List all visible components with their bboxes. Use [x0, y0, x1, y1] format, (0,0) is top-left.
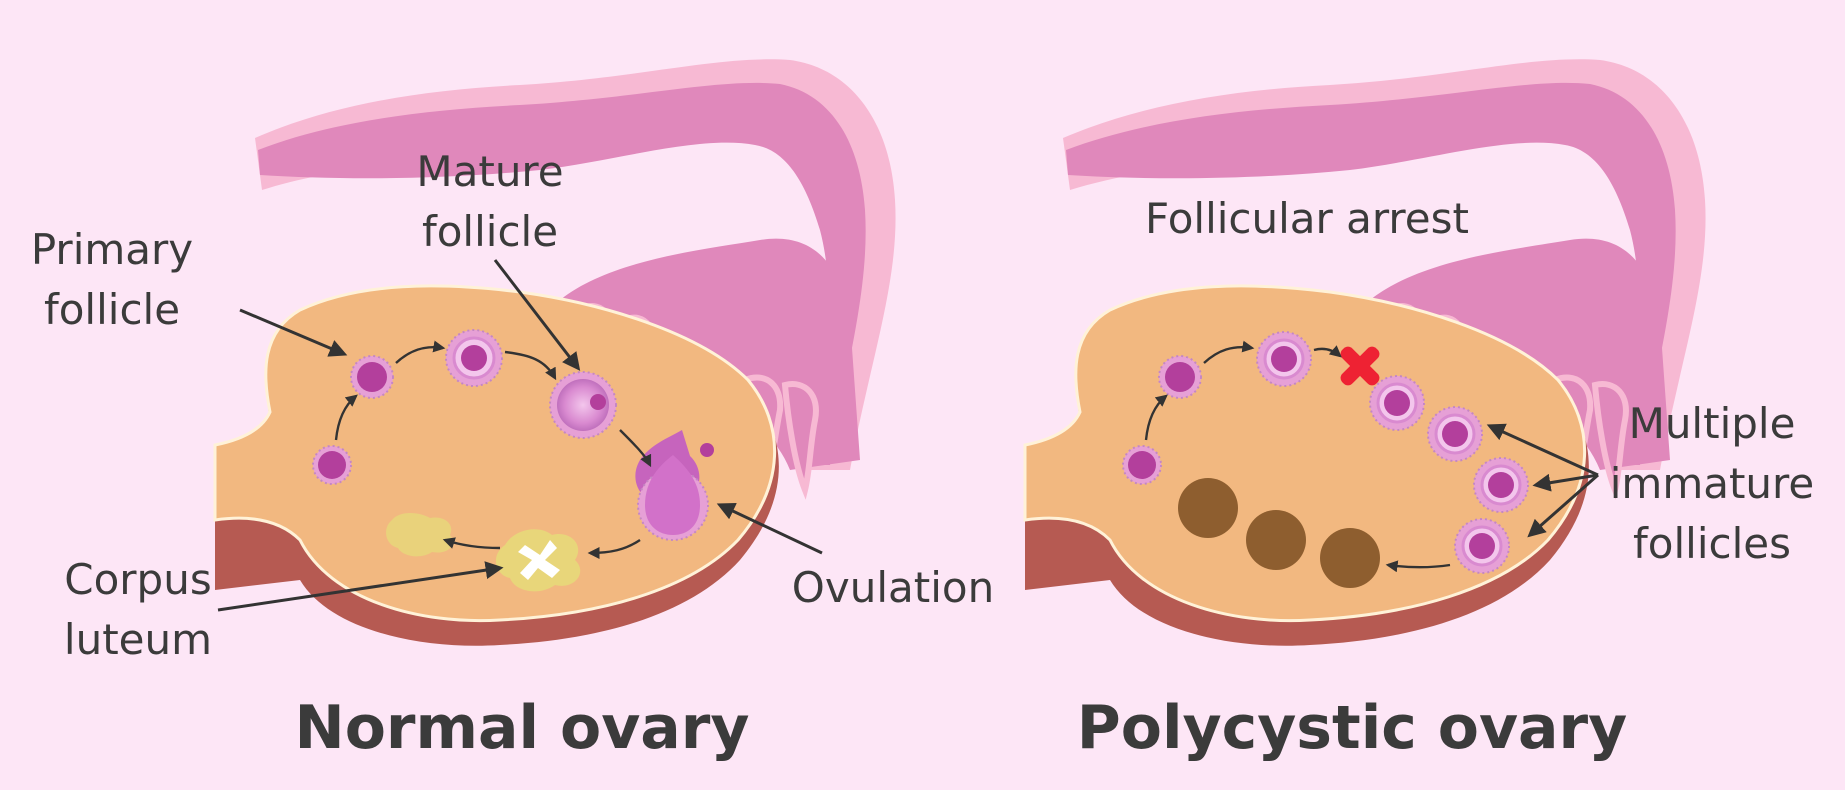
immature-follicle-1 [1369, 375, 1425, 431]
atretic-follicle-1 [1178, 478, 1238, 538]
normal-ovary-illustration: Primary follicle Mature follicle Corpus … [31, 59, 994, 763]
label-multiple-immature-line3: follicles [1633, 519, 1791, 568]
label-multiple-immature-line2: immature [1610, 459, 1815, 508]
title-normal-ovary: Normal ovary [294, 693, 749, 763]
label-mature-follicle-line1: Mature [416, 147, 563, 196]
label-arrows-normal [217, 259, 823, 612]
label-arrows-polycystic [1486, 423, 1599, 538]
follicle-primary-1 [312, 445, 352, 485]
label-follicular-arrest: Follicular arrest [1145, 194, 1469, 243]
follicle-mature [549, 371, 617, 439]
cycle-arrows-normal [334, 340, 652, 559]
corpus-albicans-shape [386, 513, 453, 557]
label-corpus-luteum-line1: Corpus [64, 555, 211, 604]
immature-follicle-4 [1454, 518, 1510, 574]
polycystic-ovary-illustration: Follicular arrest Multiple immature foll… [1023, 59, 1815, 763]
immature-follicle-2 [1427, 406, 1483, 462]
follicle-primary-2 [350, 355, 394, 399]
label-primary-follicle-line1: Primary [31, 225, 193, 274]
label-primary-follicle-line2: follicle [44, 285, 180, 334]
pco-follicle-3 [1256, 331, 1312, 387]
pco-follicle-2 [1158, 355, 1202, 399]
title-polycystic-ovary: Polycystic ovary [1077, 693, 1628, 763]
pco-follicle-1 [1122, 445, 1162, 485]
label-corpus-luteum-line2: luteum [64, 615, 212, 664]
label-mature-follicle-line2: follicle [422, 207, 558, 256]
arrest-x-icon [1340, 346, 1380, 386]
label-multiple-immature-line1: Multiple [1629, 399, 1796, 448]
cycle-arrows-polycystic [1144, 340, 1451, 573]
immature-follicle-3 [1473, 457, 1529, 513]
atretic-follicle-2 [1246, 510, 1306, 570]
follicle-secondary [445, 329, 503, 387]
atretic-follicle-3 [1320, 528, 1380, 588]
corpus-luteum-shape [495, 529, 581, 592]
follicle-ovulating [635, 430, 714, 541]
label-ovulation: Ovulation [792, 563, 994, 612]
